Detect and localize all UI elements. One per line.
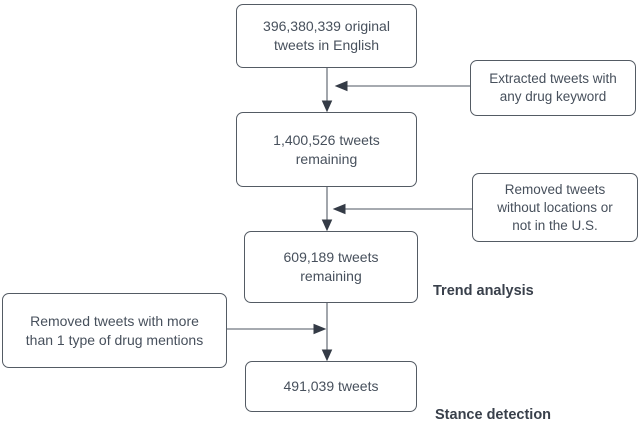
annotation-box-removed-multi-drug: Removed tweets with more than 1 type of … (2, 293, 227, 368)
annotation-text-line: any drug keyword (499, 89, 607, 104)
arrowhead-down-icon (321, 219, 333, 232)
flow-box-text-line: remaining (300, 268, 362, 284)
flow-box-tweets-remaining-1: 1,400,526 tweets remaining (236, 112, 417, 187)
flow-box-text-line: tweets in English (273, 37, 380, 53)
flow-box-text-line: 609,189 tweets (283, 249, 379, 265)
flow-box-original-tweets: 396,380,339 original tweets in English (236, 4, 417, 68)
annotation-box-removed-no-location: Removed tweets without locations or not … (472, 173, 638, 242)
arrowhead-left-icon (332, 203, 346, 215)
annotation-text-line: than 1 type of drug mentions (25, 331, 204, 348)
label-stance-detection: Stance detection (435, 407, 552, 423)
arrowhead-down-icon (321, 349, 333, 362)
flow-box-text-line: remaining (295, 150, 358, 167)
arrow-left-from-extracted (334, 80, 470, 92)
annotation-text-line: without locations or (497, 199, 613, 215)
annotation-box-extracted-drug-keyword: Extracted tweets with any drug keyword (470, 60, 636, 116)
annotation-text-line: Extracted tweets with (489, 71, 617, 86)
arrow-right-from-removed-multi-drug (227, 323, 327, 335)
annotation-text-line: Removed tweets (504, 181, 606, 197)
annotation-text-line: Removed tweets with more (30, 312, 199, 329)
arrow-down-3 (321, 303, 333, 362)
label-trend-analysis: Trend analysis (433, 283, 534, 299)
arrowhead-left-icon (334, 80, 348, 92)
flow-box-text-line: 491,039 tweets (283, 378, 379, 394)
arrow-down-1 (321, 68, 333, 113)
arrow-left-from-removed-location (332, 203, 472, 215)
flow-box-tweets-remaining-2: 609,189 tweets remaining (244, 231, 418, 303)
flow-box-text-line: 1,400,526 tweets (273, 131, 380, 148)
flow-box-final-tweets: 491,039 tweets (245, 361, 417, 412)
arrow-down-2 (321, 187, 333, 232)
flow-box-text-line: 396,380,339 original (263, 18, 390, 34)
annotation-text-line: not in the U.S. (512, 217, 598, 233)
arrowhead-down-icon (321, 100, 333, 113)
arrowhead-right-icon (313, 323, 327, 335)
